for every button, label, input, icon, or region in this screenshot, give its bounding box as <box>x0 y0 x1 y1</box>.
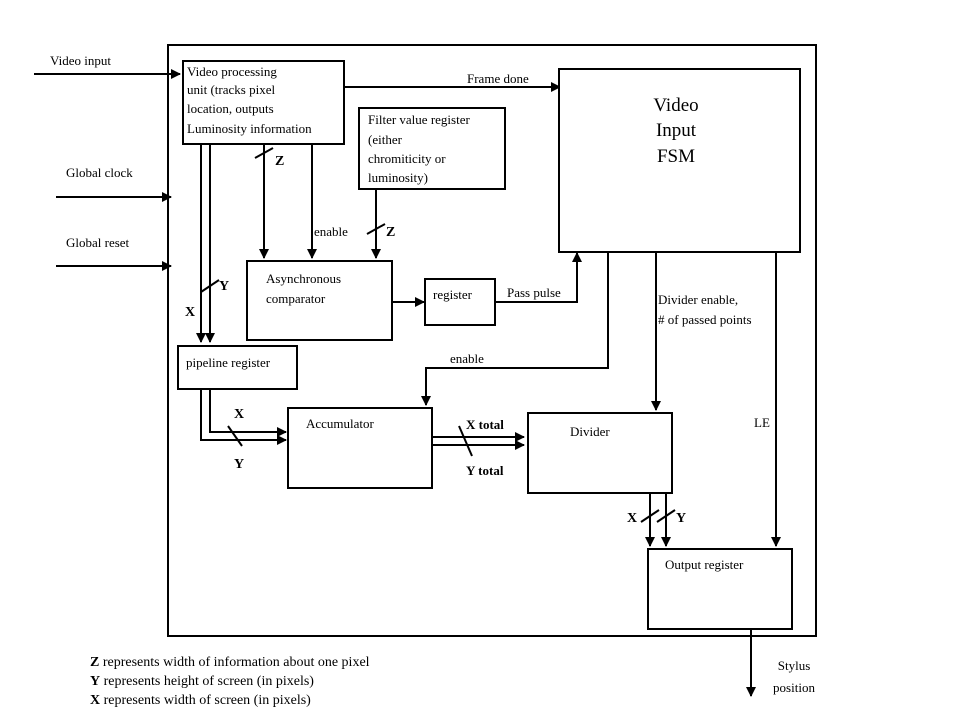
global-reset-label: Global reset <box>66 235 130 250</box>
fsm-line-2: Input <box>656 120 697 141</box>
x-bus-label-3: X <box>627 511 637 526</box>
legend-y-text: represents height of screen (in pixels) <box>100 674 314 689</box>
xy-bus-divider-to-output: X Y <box>627 493 686 547</box>
x-bus-label-1: X <box>185 305 195 320</box>
enable-fsm-to-accumulator: enable <box>421 252 609 406</box>
z-bus-label-1: Z <box>275 154 284 169</box>
output-register-label: Output register <box>665 557 744 572</box>
register-label: register <box>433 287 473 302</box>
vpu-line-1: Video processing <box>187 64 277 79</box>
video-input-fsm: Video Input FSM <box>558 68 801 253</box>
global-reset-signal: Global reset <box>56 235 172 271</box>
comparator-line-2: comparator <box>266 291 326 306</box>
register-block: register <box>424 278 496 326</box>
xy-bus-vpu-to-pipeline: Y X <box>185 144 229 343</box>
pipeline-register: pipeline register <box>177 345 298 390</box>
video-processing-unit: Video processing unit (tracks pixel loca… <box>182 60 345 145</box>
asynchronous-comparator: Asynchronous comparator <box>246 260 393 341</box>
filter-line-2: (either <box>368 132 403 147</box>
output-register: Output register <box>647 548 793 630</box>
vpu-line-4: Luminosity information <box>187 121 312 136</box>
stylus-line-1: Stylus <box>778 658 811 673</box>
divider-label: Divider <box>570 424 610 439</box>
y-total-label: Y total <box>466 463 504 478</box>
global-clock-label: Global clock <box>66 165 133 180</box>
divider-enable-line-1: Divider enable, <box>658 292 738 307</box>
divider-enable-line-2: # of passed points <box>658 312 752 327</box>
y-bus-label-1: Y <box>219 279 229 294</box>
legend-x: X represents width of screen (in pixels) <box>90 693 311 708</box>
fsm-line-1: Video <box>653 95 698 116</box>
filter-line-3: chromiticity or <box>368 151 446 166</box>
comparator-line-1: Asynchronous <box>266 271 341 286</box>
video-input-signal: Video input <box>34 53 181 79</box>
vpu-line-2: unit (tracks pixel <box>187 82 275 97</box>
totals-bus-accumulator-to-divider: X total Y total <box>432 417 525 478</box>
le-signal: LE <box>754 252 781 547</box>
z-bus-vpu-to-comparator: Z <box>254 144 284 259</box>
fsm-line-3: FSM <box>657 146 695 167</box>
vpu-line-3: location, outputs <box>187 101 274 116</box>
legend-x-symbol: X <box>90 693 100 708</box>
y-bus-label-3: Y <box>676 511 686 526</box>
xy-bus-pipeline-to-accumulator: X Y <box>200 389 287 472</box>
z-bus-label-2: Z <box>386 225 395 240</box>
stylus-line-2: position <box>773 680 815 695</box>
filter-value-register: Filter value register (either chromitici… <box>358 107 506 190</box>
pass-pulse-label: Pass pulse <box>507 285 561 300</box>
legend-x-text: represents width of screen (in pixels) <box>100 693 311 708</box>
z-bus-filter-to-comparator: Z <box>366 189 395 259</box>
enable-label-1: enable <box>314 224 348 239</box>
divider-enable-signal: Divider enable, # of passed points <box>651 252 752 411</box>
legend-y: Y represents height of screen (in pixels… <box>90 674 314 689</box>
enable-vpu-to-comparator: enable <box>307 144 348 259</box>
pass-pulse-signal: Pass pulse <box>495 252 582 303</box>
video-input-label: Video input <box>50 53 111 68</box>
stylus-position-signal: Stylus position <box>746 629 815 697</box>
accumulator-label: Accumulator <box>306 416 375 431</box>
le-label: LE <box>754 415 770 430</box>
frame-done-signal: Frame done <box>344 71 561 92</box>
divider-block: Divider <box>527 412 673 494</box>
y-bus-label-2: Y <box>234 457 244 472</box>
filter-line-4: luminosity) <box>368 170 428 185</box>
legend: Z represents width of information about … <box>90 655 370 708</box>
legend-z-symbol: Z <box>90 655 99 670</box>
filter-line-1: Filter value register <box>368 112 470 127</box>
accumulator: Accumulator <box>287 407 433 489</box>
pipeline-register-label: pipeline register <box>186 355 271 370</box>
legend-y-symbol: Y <box>90 674 100 689</box>
legend-z: Z represents width of information about … <box>90 655 370 670</box>
frame-done-label: Frame done <box>467 71 529 86</box>
enable-label-2: enable <box>450 351 484 366</box>
legend-z-text: represents width of information about on… <box>99 655 369 670</box>
x-total-label: X total <box>466 417 504 432</box>
global-clock-signal: Global clock <box>56 165 172 202</box>
x-bus-label-2: X <box>234 407 244 422</box>
